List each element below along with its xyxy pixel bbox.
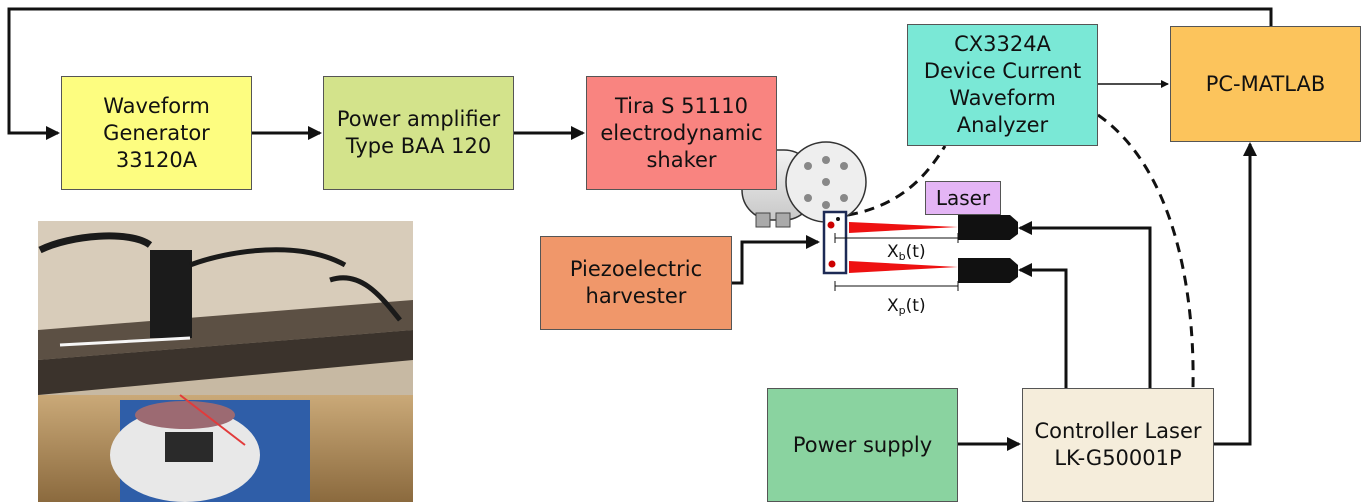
arrow-controller-to-pc	[1214, 142, 1257, 446]
pc-matlab-block: PC-MATLAB	[1170, 26, 1361, 142]
feedback-loop-line	[7, 7, 1273, 140]
laser-beam-top	[849, 222, 958, 233]
dashed-controller-to-analyzer	[1097, 113, 1195, 389]
laser-label: Laser	[925, 181, 1001, 215]
dashed-beam-to-analyzer	[847, 145, 947, 217]
laser-head-top	[958, 215, 1018, 240]
measurement-xb-line	[834, 233, 959, 243]
measurement-xp-line	[834, 281, 959, 291]
controller-laser-block: Controller Laser LK-G50001P	[1022, 388, 1214, 502]
laser-head-bottom	[958, 258, 1018, 283]
arrow-piezo-to-beam	[732, 235, 820, 285]
waveform-generator-block: Waveform Generator 33120A	[61, 76, 252, 190]
analyzer-block: CX3324A Device Current Waveform Analyzer	[907, 24, 1098, 146]
arrow-controller-to-laser-top	[1018, 221, 1152, 388]
measurement-xb-label: Xb(t)	[887, 242, 926, 263]
shaker-block: Tira S 51110 electrodynamic shaker	[586, 76, 777, 190]
arrow-controller-to-laser-bottom	[1018, 263, 1068, 388]
power-supply-block: Power supply	[767, 388, 958, 502]
setup-photo	[38, 221, 413, 502]
piezoelectric-harvester-block: Piezoelectric harvester	[540, 236, 732, 330]
power-amplifier-block: Power amplifier Type BAA 120	[323, 76, 514, 190]
measurement-xp-label: Xp(t)	[887, 296, 926, 317]
laser-beam-bottom	[849, 261, 958, 273]
